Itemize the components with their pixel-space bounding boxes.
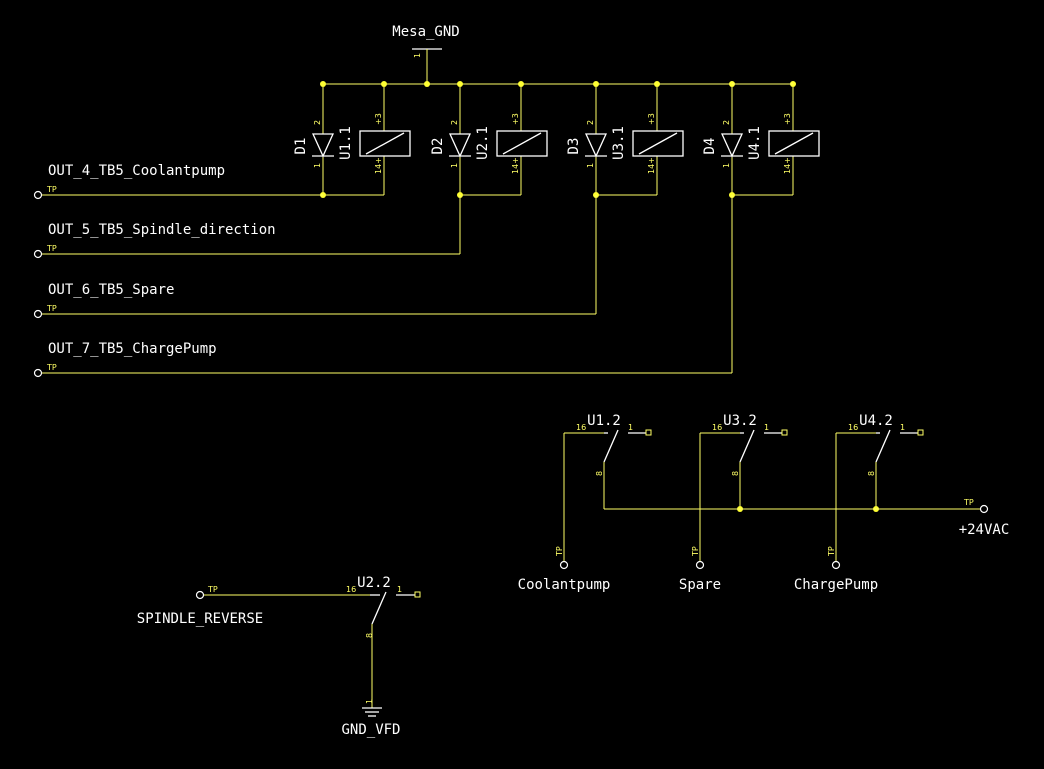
- output-label: OUT_7_TB5_ChargePump: [48, 341, 217, 357]
- supply-tp-label: TP: [963, 498, 974, 507]
- coil-label: U1.1: [338, 126, 354, 160]
- relay-group-1: [311, 81, 411, 198]
- switch-tp: TP: [691, 546, 700, 557]
- switch-3: [831, 429, 924, 570]
- coil-pin-14: 14+: [511, 157, 520, 174]
- diode-label: D2: [430, 138, 446, 155]
- spindle-reverse-terminal[interactable]: [195, 590, 205, 600]
- switch-1: [559, 429, 652, 570]
- coil-pin-3: +3: [647, 113, 656, 125]
- gnd-vfd-pin: 1: [365, 699, 374, 704]
- switch-output-label: ChargePump: [794, 577, 878, 593]
- output-terminal[interactable]: [33, 249, 43, 259]
- switch-pin-1: 1: [900, 423, 905, 432]
- coil-pin-14: 14+: [647, 157, 656, 174]
- relay-group-4: [720, 81, 820, 373]
- switch-2: [695, 429, 788, 570]
- mesa-gnd-pin: 1: [413, 53, 422, 58]
- diode-pin-1: 1: [313, 163, 322, 168]
- diode-label: D3: [566, 138, 582, 155]
- diode-pin-1: 1: [722, 163, 731, 168]
- output-terminal[interactable]: [33, 190, 43, 200]
- switch-label: U1.2: [587, 413, 621, 429]
- output-tp: TP: [46, 185, 57, 194]
- gnd-junction: [424, 81, 430, 87]
- mesa-gnd-symbol: [412, 48, 442, 84]
- diode-pin-2: 2: [450, 120, 459, 125]
- spindle-reverse-label: SPINDLE_REVERSE: [137, 611, 263, 627]
- diode-label: D1: [293, 138, 309, 155]
- spindle-reverse-circuit: [195, 590, 421, 717]
- coil-label: U4.1: [747, 126, 763, 160]
- output-label: OUT_6_TB5_Spare: [48, 282, 174, 298]
- switch-label: U4.2: [859, 413, 893, 429]
- output-label: OUT_5_TB5_Spindle_direction: [48, 222, 276, 238]
- spindle-reverse-pin-8: 8: [365, 633, 374, 638]
- switch-pin-8: 8: [731, 471, 740, 476]
- switch-terminal[interactable]: [559, 560, 569, 570]
- coil-pin-14: 14+: [374, 157, 383, 174]
- spindle-reverse-pin-1: 1: [397, 585, 402, 594]
- mesa-gnd-label: Mesa_GND: [392, 24, 459, 40]
- supply-terminal[interactable]: [979, 504, 989, 514]
- diode-pin-2: 2: [313, 120, 322, 125]
- diode-pin-2: 2: [586, 120, 595, 125]
- coil-pin-3: +3: [374, 113, 383, 125]
- diode-pin-1: 1: [450, 163, 459, 168]
- switch-pin-16: 16: [712, 423, 722, 432]
- relay-group-2: [448, 81, 548, 254]
- switch-label: U3.2: [723, 413, 757, 429]
- switch-pin-8: 8: [595, 471, 604, 476]
- switch-tp: TP: [555, 546, 564, 557]
- coil-label: U2.1: [475, 126, 491, 160]
- output-tp: TP: [46, 304, 57, 313]
- coil-pin-14: 14+: [783, 157, 792, 174]
- diode-pin-2: 2: [722, 120, 731, 125]
- switch-pin-1: 1: [628, 423, 633, 432]
- coil-pin-3: +3: [783, 113, 792, 125]
- switch-pin-16: 16: [848, 423, 858, 432]
- output-tp: TP: [46, 363, 57, 372]
- gnd-vfd-label: GND_VFD: [341, 722, 400, 738]
- switch-terminal[interactable]: [695, 560, 705, 570]
- output-tp: TP: [46, 244, 57, 253]
- diode-label: D4: [702, 138, 718, 155]
- output-terminal[interactable]: [33, 309, 43, 319]
- switch-pin-1: 1: [764, 423, 769, 432]
- spindle-reverse-tp: TP: [207, 585, 218, 594]
- switch-terminal[interactable]: [831, 560, 841, 570]
- output-terminal[interactable]: [33, 368, 43, 378]
- switch-pin-16: 16: [576, 423, 586, 432]
- output-label: OUT_4_TB5_Coolantpump: [48, 163, 225, 179]
- u2-2-label: U2.2: [357, 575, 391, 591]
- coil-label: U3.1: [611, 126, 627, 160]
- switch-pin-8: 8: [867, 471, 876, 476]
- diode-pin-1: 1: [586, 163, 595, 168]
- relay-group-3: [584, 81, 684, 314]
- switch-output-label: Spare: [679, 577, 721, 593]
- coil-pin-3: +3: [511, 113, 520, 125]
- switch-output-label: Coolantpump: [518, 577, 611, 593]
- spindle-reverse-pin-16: 16: [346, 585, 356, 594]
- switch-tp: TP: [827, 546, 836, 557]
- supply-label: +24VAC: [959, 522, 1010, 538]
